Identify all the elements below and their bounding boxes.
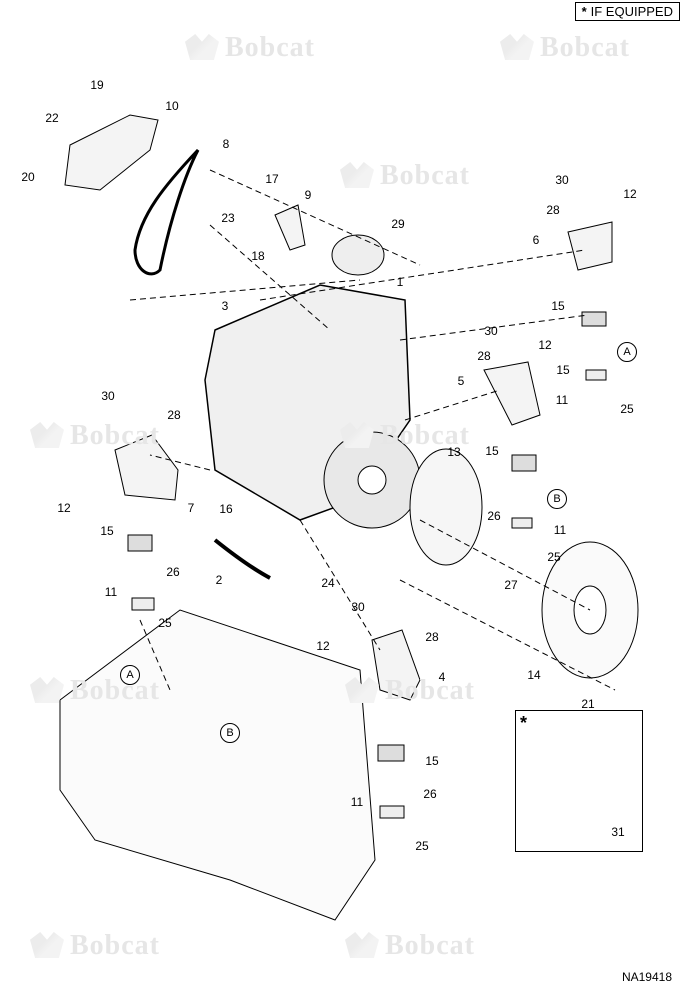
alternator: [331, 234, 385, 276]
isolator-11-left: [131, 597, 155, 611]
part-label-20: 20: [21, 170, 35, 184]
bobcat-head-icon: [345, 932, 379, 958]
hose: [213, 538, 271, 580]
isolator-15-mid: [511, 454, 537, 472]
part-label-11: 11: [104, 585, 118, 599]
inset-symbol: *: [520, 713, 528, 733]
part-label-15: 15: [100, 524, 114, 538]
part-label-2: 2: [215, 573, 223, 587]
part-label-1: 1: [396, 275, 404, 289]
watermark-logo: Bobcat: [340, 420, 470, 452]
part-label-30: 30: [555, 173, 569, 187]
belt-guard: [64, 114, 159, 191]
part-label-11: 11: [555, 393, 569, 407]
part-label-10: 10: [165, 99, 179, 113]
part-label-4: 4: [438, 670, 446, 684]
bobcat-head-icon: [30, 932, 64, 958]
part-label-21: 21: [581, 697, 595, 711]
part-label-25: 25: [158, 616, 172, 630]
part-label-31: 31: [611, 825, 625, 839]
flex-plate: [409, 448, 483, 566]
bobcat-head-icon: [340, 422, 374, 448]
isolator-11-lower: [379, 805, 405, 819]
bobcat-head-icon: [345, 677, 379, 703]
part-label-29: 29: [391, 217, 405, 231]
part-label-23: 23: [221, 211, 235, 225]
watermark-logo: Bobcat: [500, 32, 630, 64]
alternator-bracket: [274, 204, 306, 251]
isolator-15-lower: [377, 744, 405, 762]
part-label-16: 16: [219, 502, 233, 516]
bobcat-head-icon: [500, 34, 534, 60]
part-label-5: 5: [457, 374, 465, 388]
part-label-25: 25: [415, 839, 429, 853]
part-label-15: 15: [485, 444, 499, 458]
watermark-logo: Bobcat: [345, 930, 475, 962]
part-label-30: 30: [101, 389, 115, 403]
part-label-28: 28: [546, 203, 560, 217]
watermark-logo: Bobcat: [340, 160, 470, 192]
part-label-25: 25: [547, 550, 561, 564]
part-label-28: 28: [477, 349, 491, 363]
part-label-12: 12: [57, 501, 71, 515]
isolator-15-right: [581, 311, 607, 327]
engine-mount-bracket-5: [483, 361, 541, 426]
part-label-17: 17: [265, 172, 279, 186]
if-equipped-legend: *IF EQUIPPED: [574, 2, 680, 21]
isolator-11-right: [585, 369, 607, 381]
bobcat-head-icon: [30, 422, 64, 448]
part-label-28: 28: [425, 630, 439, 644]
part-label-15: 15: [425, 754, 439, 768]
bobcat-head-icon: [340, 162, 374, 188]
part-label-14: 14: [527, 668, 541, 682]
callout-a: A: [120, 665, 140, 685]
isolator-11-mid: [511, 517, 533, 529]
legend-symbol: *: [581, 4, 587, 19]
callout-b: B: [547, 489, 567, 509]
part-label-27: 27: [504, 578, 518, 592]
part-label-9: 9: [304, 188, 312, 202]
part-label-15: 15: [551, 299, 565, 313]
watermark-logo: Bobcat: [30, 675, 160, 707]
part-label-25: 25: [620, 402, 634, 416]
figure-id: NA19418: [621, 970, 672, 984]
part-label-6: 6: [532, 233, 540, 247]
engine-mount-bracket-6: [567, 221, 613, 271]
machine-frame: [59, 609, 376, 921]
optional-part-inset: *: [515, 710, 643, 852]
part-label-12: 12: [316, 639, 330, 653]
isolator-15-left: [127, 534, 153, 552]
part-label-15: 15: [556, 363, 570, 377]
callout-b: B: [220, 723, 240, 743]
callout-a: A: [617, 342, 637, 362]
part-label-7: 7: [187, 501, 195, 515]
watermark-logo: Bobcat: [30, 420, 160, 452]
drive-belt: [133, 148, 200, 276]
part-label-26: 26: [166, 565, 180, 579]
part-label-11: 11: [553, 523, 567, 537]
part-label-18: 18: [251, 249, 265, 263]
bobcat-head-icon: [185, 34, 219, 60]
part-label-26: 26: [487, 509, 501, 523]
watermark-logo: Bobcat: [345, 675, 475, 707]
part-label-8: 8: [222, 137, 230, 151]
engine-mount-bracket-4: [371, 629, 421, 701]
part-label-24: 24: [321, 576, 335, 590]
bobcat-head-icon: [30, 677, 64, 703]
part-label-19: 19: [90, 78, 104, 92]
engine-mount-bracket-7: [114, 434, 179, 501]
part-label-12: 12: [623, 187, 637, 201]
watermark-logo: Bobcat: [30, 930, 160, 962]
part-label-3: 3: [221, 299, 229, 313]
part-label-11: 11: [350, 795, 364, 809]
legend-text: IF EQUIPPED: [590, 4, 673, 19]
part-label-26: 26: [423, 787, 437, 801]
part-label-12: 12: [538, 338, 552, 352]
part-label-30: 30: [351, 600, 365, 614]
part-label-30: 30: [484, 324, 498, 338]
watermark-logo: Bobcat: [185, 32, 315, 64]
part-label-28: 28: [167, 408, 181, 422]
part-label-22: 22: [45, 111, 59, 125]
part-label-13: 13: [447, 445, 461, 459]
